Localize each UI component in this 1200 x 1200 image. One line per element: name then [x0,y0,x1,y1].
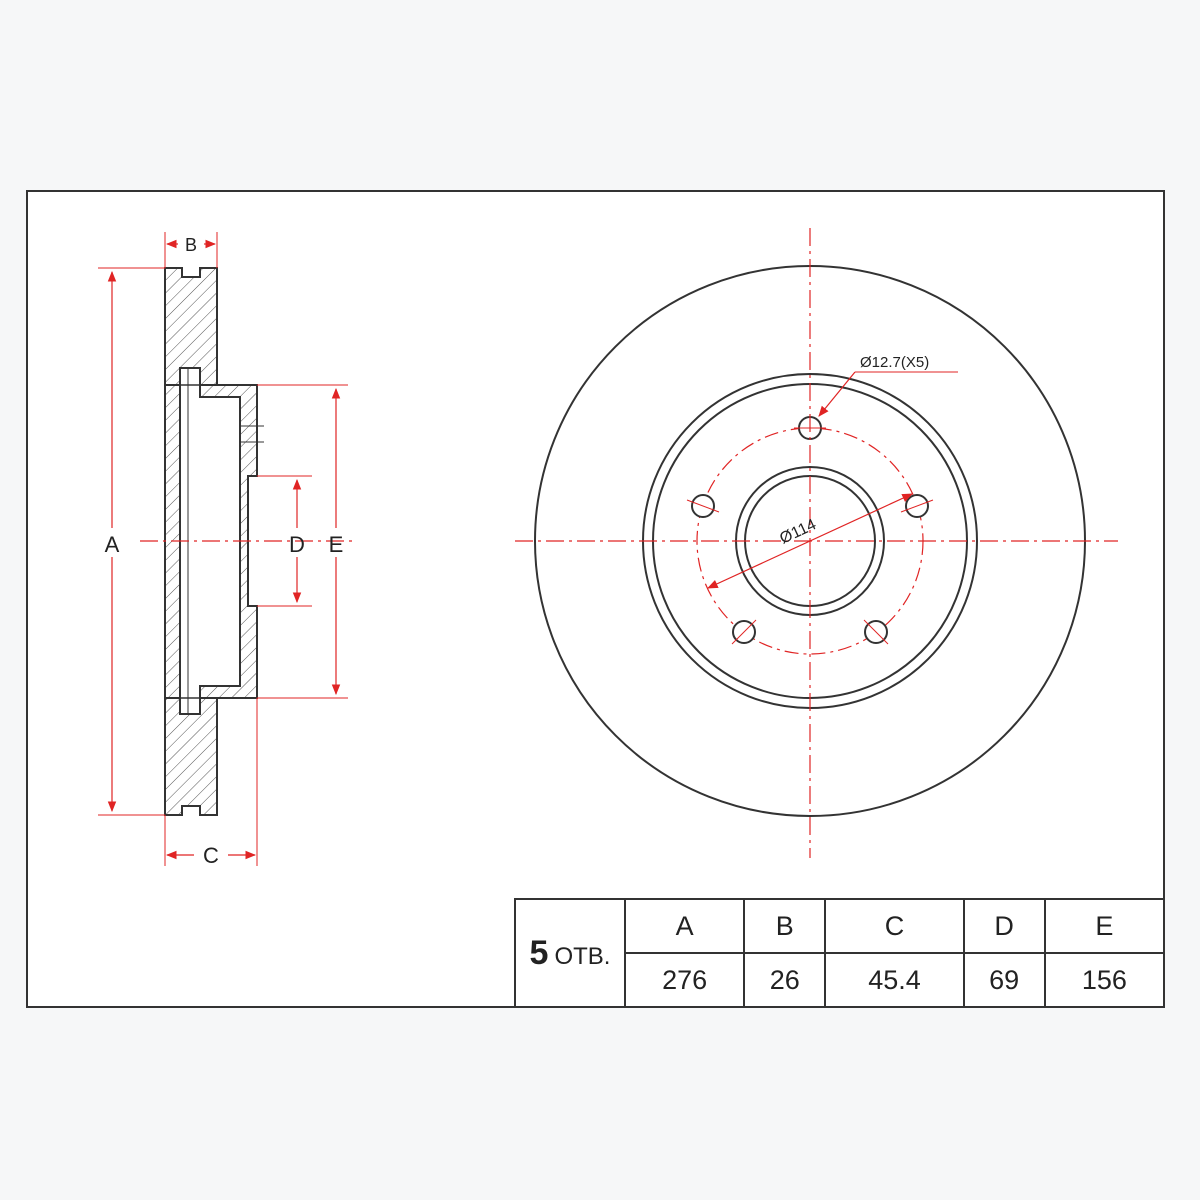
bolt-hole [731,619,757,645]
value-e: 156 [1043,952,1166,1008]
bolt-hole-leader [818,371,856,417]
pcd-dimension-line [707,493,913,589]
header-e: E [1043,898,1166,954]
bolt-hole [900,494,934,518]
bolt-hole [686,494,720,518]
header-c: C [824,898,965,954]
dimension-a-label: A [105,532,120,557]
section-bottom-ring [164,697,218,816]
dimension-e-label: E [329,532,344,557]
holes-suffix: ОТВ. [554,942,611,970]
front-view: Ø114 Ø12.7(X5) [515,228,1118,858]
dimension-d-label: D [289,532,305,557]
header-d: D [962,898,1046,954]
bolt-hole-label: Ø12.7(X5) [860,354,929,371]
dimension-c-label: C [203,843,219,868]
header-b: B [743,898,827,954]
side-section-view: A B C D E [98,232,355,868]
value-b: 26 [743,952,827,1008]
spec-table-value-row: 276 26 45.4 69 156 [515,952,1166,1008]
dimension-b-label: B [185,235,197,255]
pcd-label: Ø114 [777,516,819,547]
value-a: 276 [623,952,746,1008]
header-a: A [623,898,746,954]
holes-count: 5 [529,933,549,972]
value-d: 69 [962,952,1046,1008]
bolt-hole [863,619,889,645]
value-c: 45.4 [824,952,965,1008]
